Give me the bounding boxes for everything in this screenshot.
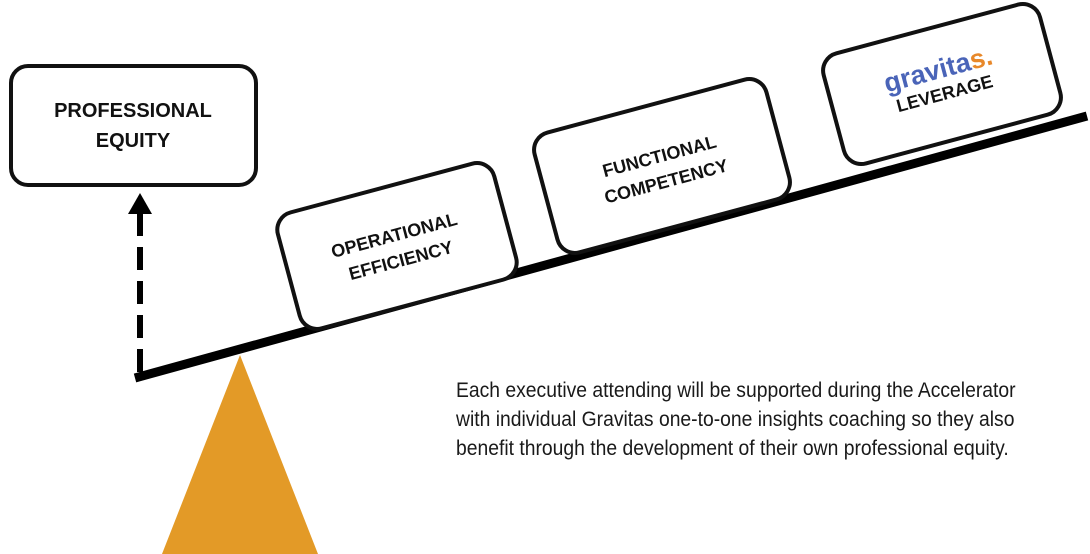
goal-box-line2: EQUITY [96,130,171,152]
lever-box-functional-competency: FUNCTIONAL COMPETENCY [532,77,792,255]
goal-box-line1: PROFESSIONAL [54,100,212,122]
goal-box: PROFESSIONAL EQUITY [9,64,258,187]
lever-box-gravitas-leverage: gravitas. LEVERAGE [821,1,1063,167]
gravitas-logo-accent: s [966,43,988,76]
description-text: Each executive attending will be support… [456,379,1016,460]
lever-box-operational-efficiency: OPERATIONAL EFFICIENCY [275,161,519,331]
arrow-up-icon [128,193,152,214]
lever-beam [133,111,1089,383]
fulcrum-triangle [162,355,318,554]
